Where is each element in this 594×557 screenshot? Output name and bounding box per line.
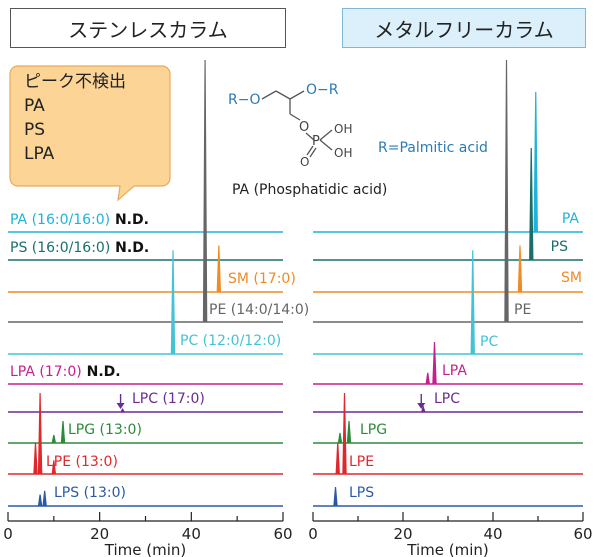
peak-left-lps-0 — [37, 494, 43, 507]
x-tick-label-left-20: 20 — [90, 525, 109, 543]
peak-left-lpe-0 — [33, 442, 38, 475]
x-tick-label-left-0: 0 — [3, 525, 13, 543]
series-label-right-ps: PS — [551, 239, 568, 255]
struct-oh-2: OH — [334, 146, 352, 160]
struct-r-left: R−O — [228, 92, 260, 108]
peak-right-lpg-1 — [346, 420, 352, 444]
callout-item-ps: PS — [24, 120, 46, 140]
callout-bubble — [9, 65, 171, 202]
header-stainless-column: ステンレスカラム — [10, 8, 286, 48]
peak-right-lpa-1 — [432, 341, 437, 385]
struct-r-definition: R=Palmitic acid — [378, 140, 488, 156]
struct-r-right: O−R — [306, 82, 339, 98]
nd-label: N.D. — [110, 240, 149, 256]
callout-text: ピーク不検出 PA PS LPA — [24, 70, 126, 166]
peak-right-lpc-0 — [421, 404, 426, 413]
pa-structure — [261, 90, 333, 158]
series-label-right-pc: PC — [480, 334, 498, 350]
series-label-right-lpa: LPA — [442, 363, 467, 379]
callout-item-pa: PA — [24, 96, 45, 116]
series-label-left-lps: LPS (13:0) — [54, 485, 126, 501]
series-label-right-pa: PA — [562, 211, 580, 227]
series-label-right-lps: LPS — [349, 485, 374, 501]
struct-o-double: O — [300, 155, 309, 169]
series-label-right-sm: SM — [561, 270, 582, 286]
peak-left-lpe-1 — [37, 392, 43, 475]
series-label-left-sm: SM (17:0) — [228, 271, 296, 287]
peak-right-lpg-0 — [337, 432, 343, 444]
peak-right-pe-0 — [504, 59, 509, 323]
x-tick-label-right-0: 0 — [308, 525, 318, 543]
header-metal-free-label: メタルフリーカラム — [374, 17, 554, 42]
callout-item-lpa: LPA — [24, 144, 55, 164]
series-label-left-lpc: LPC (17:0) — [132, 391, 205, 407]
peak-left-sm-0 — [216, 245, 222, 293]
header-stainless-label: ステンレスカラム — [68, 17, 228, 42]
struct-o-chain: O — [299, 120, 309, 135]
peak-right-lpe-0 — [335, 442, 340, 475]
x-axis-title-left: Time (min) — [104, 541, 186, 557]
x-tick-label-left-40: 40 — [182, 525, 201, 543]
nd-label: N.D. — [110, 212, 149, 228]
struct-oh-1: OH — [334, 122, 352, 136]
series-label-left-lpa: LPA (17:0) N.D. — [10, 364, 121, 380]
peak-right-sm-0 — [517, 245, 523, 293]
peak-right-lpa-0 — [425, 372, 430, 385]
series-label-right-pe: PE — [514, 302, 531, 318]
x-tick-label-right-60: 60 — [573, 525, 592, 543]
peak-right-lps-0 — [333, 486, 338, 507]
x-tick-label-right-20: 20 — [393, 525, 412, 543]
series-label-left-lpe: LPE (13:0) — [46, 454, 118, 470]
peak-right-pc-0 — [470, 250, 475, 355]
struct-p-atom: P — [312, 134, 320, 149]
series-label-right-lpc: LPC — [434, 391, 460, 407]
peak-left-lpc-0 — [120, 407, 125, 413]
series-label-right-lpe: LPE — [349, 454, 374, 470]
lpc-arrow-head-right — [417, 403, 426, 409]
callout-title: ピーク不検出 — [24, 72, 126, 92]
series-label-left-lpg: LPG (13:0) — [68, 422, 142, 438]
peak-left-lps-1 — [42, 490, 47, 507]
peak-left-lpg-0 — [51, 434, 57, 444]
series-label-right-lpg: LPG — [360, 422, 387, 438]
x-tick-label-left-60: 60 — [273, 525, 292, 543]
struct-name: PA (Phosphatidic acid) — [232, 182, 387, 198]
series-label-left-pe: PE (14:0/14:0) — [209, 302, 309, 318]
header-metal-free-column: メタルフリーカラム — [342, 8, 586, 48]
peak-right-pa-0 — [533, 91, 538, 233]
peak-right-lpe-1 — [342, 392, 347, 475]
peak-left-pe-0 — [202, 59, 208, 323]
nd-label: N.D. — [82, 364, 121, 380]
series-label-left-pa: PA (16:0/16:0) N.D. — [10, 212, 149, 228]
peak-right-ps-0 — [529, 147, 534, 261]
peak-left-lpg-1 — [60, 420, 66, 444]
x-tick-label-right-40: 40 — [483, 525, 502, 543]
x-axis-title-right: Time (min) — [406, 541, 488, 557]
series-label-left-pc: PC (12:0/12:0) — [180, 333, 281, 349]
series-label-left-ps: PS (16:0/16:0) N.D. — [10, 240, 149, 256]
lpc-arrow-head-left — [116, 403, 125, 409]
peak-left-pc-0 — [170, 250, 176, 355]
peak-left-lpe-2 — [51, 460, 57, 475]
